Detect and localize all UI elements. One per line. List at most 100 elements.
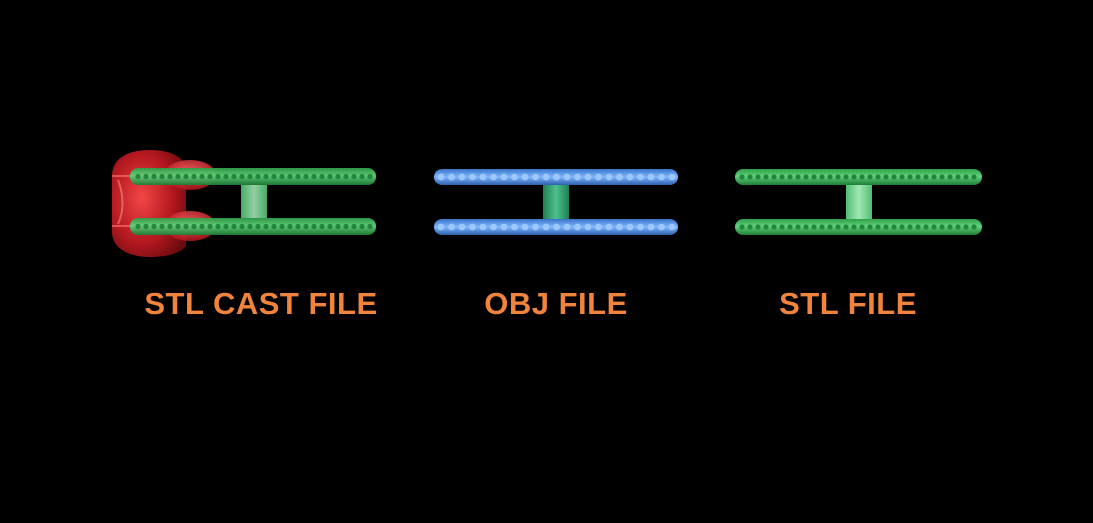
band-bead	[335, 223, 341, 230]
band-bead	[867, 224, 873, 230]
band-bead	[303, 223, 309, 230]
band-bead	[215, 173, 221, 180]
band-bead	[637, 173, 644, 181]
band-bead	[469, 223, 476, 231]
band-bead	[595, 173, 602, 181]
band-bead	[215, 223, 221, 230]
band-bead	[859, 174, 865, 180]
band-bead	[143, 173, 149, 180]
band-bead	[795, 224, 801, 230]
band-bead	[739, 174, 745, 180]
band-bead	[287, 223, 293, 230]
obj-file-label: OBJ FILE	[484, 286, 628, 321]
band-bead	[295, 173, 301, 180]
band-bead	[542, 223, 550, 231]
band-bead	[803, 174, 809, 180]
band-bead	[458, 223, 466, 231]
band-bead	[563, 223, 571, 231]
band-bead	[521, 223, 529, 231]
band-bead	[787, 174, 793, 180]
band-bead	[803, 224, 809, 230]
band-bead	[151, 223, 157, 230]
band-bead	[755, 224, 761, 230]
band-bead	[490, 173, 497, 181]
band-bead	[963, 224, 969, 230]
band-bead	[135, 223, 141, 230]
band-bead	[747, 224, 753, 230]
band-bead	[939, 174, 945, 180]
stl-cast-ring-render	[112, 150, 376, 257]
band-bead	[955, 224, 961, 230]
band-bead	[574, 173, 581, 181]
band-bead	[947, 224, 953, 230]
band-bead	[923, 174, 929, 180]
band-bead	[668, 173, 676, 181]
band-bead	[327, 223, 333, 230]
band-bead	[851, 224, 857, 230]
band-bead	[207, 173, 213, 180]
band-bead	[521, 173, 529, 181]
band-bead	[584, 173, 592, 181]
band-bead	[647, 173, 655, 181]
band-bead	[658, 223, 665, 231]
band-bead	[175, 173, 181, 180]
band-bead	[891, 224, 897, 230]
band-bead	[584, 223, 592, 231]
band-bead	[739, 224, 745, 230]
band-bead	[479, 223, 487, 231]
band-bead	[605, 223, 613, 231]
band-bead	[191, 173, 197, 180]
band-bead	[183, 173, 189, 180]
band-bead	[437, 173, 445, 181]
band-bead	[223, 173, 229, 180]
band-bead	[167, 173, 173, 180]
band-bead	[553, 173, 560, 181]
band-bead	[532, 173, 539, 181]
band-bead	[287, 173, 293, 180]
band-bead	[469, 173, 476, 181]
band-bead	[867, 174, 873, 180]
band-bead	[143, 223, 149, 230]
band-bead	[747, 174, 753, 180]
band-bead	[239, 173, 245, 180]
band-bead	[883, 224, 889, 230]
band-bead	[500, 173, 508, 181]
band-bead	[574, 223, 581, 231]
band-bead	[295, 223, 301, 230]
band-bead	[223, 223, 229, 230]
band-bead	[335, 173, 341, 180]
band-bead	[231, 223, 237, 230]
band-bead	[931, 174, 937, 180]
stl-ring-render	[735, 169, 982, 235]
band-bead	[183, 223, 189, 230]
band-bead	[875, 174, 881, 180]
band-bead	[787, 224, 793, 230]
band-bead	[532, 223, 539, 231]
obj-ring-render	[434, 169, 678, 235]
band-bead	[939, 224, 945, 230]
band-bead	[819, 174, 825, 180]
band-bead	[553, 223, 560, 231]
band-bead	[859, 224, 865, 230]
band-bead	[755, 174, 761, 180]
band-bead	[835, 174, 841, 180]
band-bead	[239, 223, 245, 230]
band-bead	[458, 173, 466, 181]
band-bead	[479, 173, 487, 181]
band-bead	[263, 173, 269, 180]
band-bead	[875, 224, 881, 230]
band-bead	[231, 173, 237, 180]
band-bead	[605, 173, 613, 181]
band-bead	[199, 173, 205, 180]
band-bead	[263, 223, 269, 230]
band-bead	[626, 173, 634, 181]
band-bead	[907, 224, 913, 230]
band-bead	[763, 174, 769, 180]
band-bead	[271, 223, 277, 230]
cast-sprue-shape	[112, 150, 216, 257]
band-bead	[827, 174, 833, 180]
band-bead	[490, 223, 497, 231]
band-bead	[626, 223, 634, 231]
band-bead	[175, 223, 181, 230]
band-bead	[947, 174, 953, 180]
